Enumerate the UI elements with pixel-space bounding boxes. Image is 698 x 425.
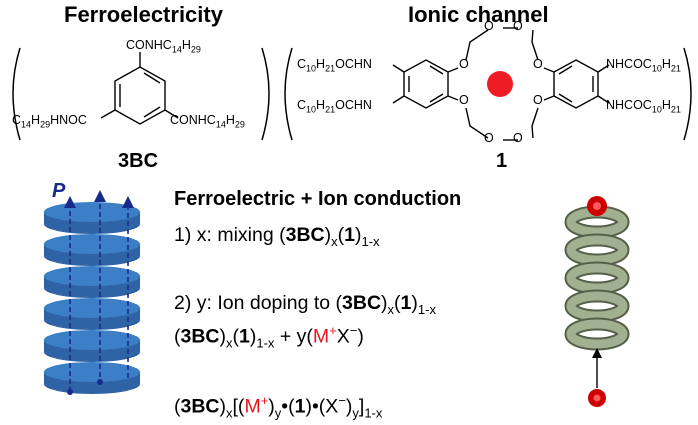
- disk-1: [44, 362, 140, 394]
- step-1-line: 1) x: mixing (3BC)x(1)1-x: [174, 224, 380, 249]
- 3bc-right-group: CONHC14H29: [170, 113, 245, 130]
- composite-formula: (3BC)x[(M+)y•(1)•(X−)y]1-x: [174, 393, 383, 421]
- polarization-label: P: [52, 180, 66, 202]
- doping-formula: (3BC)x(1)1-x + y(M+X−): [174, 323, 364, 351]
- oxygen-label: O: [513, 131, 523, 145]
- arrow-heads: [64, 190, 134, 395]
- oxygen-label: O: [459, 57, 469, 71]
- polarization-arrows: [69, 198, 129, 392]
- 3bc-top-group: CONHC14H29: [126, 38, 201, 55]
- step-2-line: 2) y: Ion doping to (3BC)x(1)1-x: [174, 292, 436, 317]
- mol1-tr-group: NHCOC10H21: [606, 57, 681, 74]
- ion-arrow-head: [592, 348, 602, 358]
- oxygen-label: O: [513, 19, 523, 33]
- oxygen-label: O: [484, 19, 494, 33]
- ion-bottom-highlight: [593, 394, 601, 402]
- disk-4: [44, 266, 140, 298]
- helix-channel: [564, 205, 630, 351]
- mol1-bl-group: C10H21OCHN: [297, 98, 372, 115]
- mol1-tl-group: C10H21OCHN: [297, 57, 372, 74]
- disk-2: [44, 330, 140, 362]
- heading-line: Ferroelectric + Ion conduction: [174, 188, 462, 210]
- benzene-ring-3bc: [100, 52, 179, 125]
- disk-stack: [44, 202, 140, 394]
- bracket-right-open: [284, 47, 293, 141]
- 3bc-left-group: C14H29HNOC: [12, 113, 87, 130]
- ferroelectricity-title: Ferroelectricity: [64, 2, 223, 27]
- oxygen-label: O: [484, 131, 494, 145]
- bracket-right-close: [683, 47, 692, 141]
- ionic-channel-title: Ionic channel: [408, 2, 549, 27]
- 3bc-name: 3BC: [118, 150, 159, 172]
- disk-5: [44, 234, 140, 266]
- oxygen-label: O: [533, 57, 543, 71]
- ion-top-highlight: [593, 202, 601, 210]
- oxygen-label: O: [459, 93, 469, 107]
- bracket-left-close: [261, 47, 270, 141]
- crown-ether-1: [392, 27, 610, 141]
- oxygen-label: O: [533, 93, 543, 107]
- mol1-br-group: NHCOC10H21: [606, 98, 681, 115]
- bracket-left-open: [12, 47, 21, 141]
- mol1-name: 1: [496, 150, 508, 172]
- ion-in-crown: [487, 71, 513, 97]
- disk-3: [44, 298, 140, 330]
